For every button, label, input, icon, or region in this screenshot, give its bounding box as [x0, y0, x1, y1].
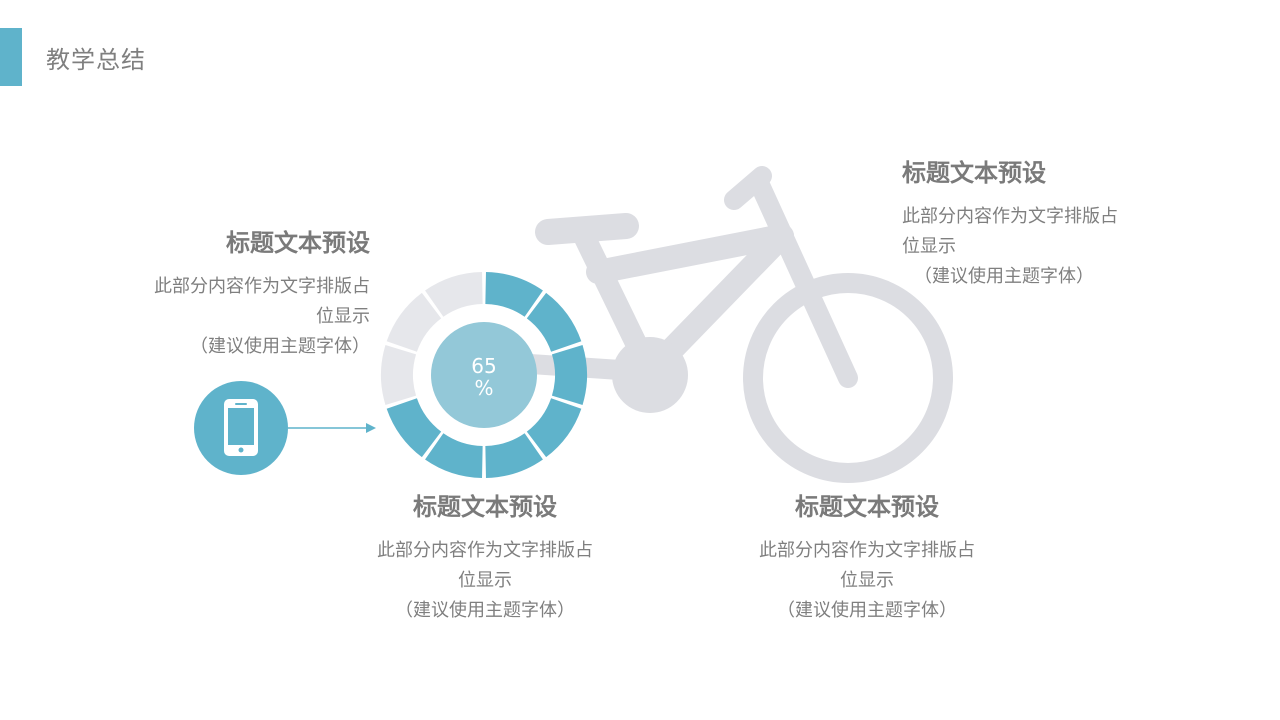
page-title: 教学总结: [46, 46, 146, 74]
block-body-line: 此部分内容作为文字排版占: [154, 276, 370, 297]
block-heading: 标题文本预设: [902, 159, 1046, 187]
gauge-segment-active: [425, 433, 483, 478]
text-block-bottom-center: 标题文本预设 此部分内容作为文字排版占 位显示 （建议使用主题字体）: [345, 490, 625, 626]
text-block-left: 标题文本预设 此部分内容作为文字排版占 位显示 （建议使用主题字体）: [100, 226, 370, 362]
gauge-segment-active: [526, 292, 582, 352]
block-body-line: （建议使用主题字体）: [914, 266, 1094, 287]
gauge-segment-inactive: [381, 345, 417, 405]
bicycle-fork: [750, 175, 858, 388]
bicycle-front-wheel: [743, 273, 953, 483]
gauge-segment-active: [485, 272, 543, 317]
block-body-line: （建议使用主题字体）: [395, 600, 575, 621]
block-body: 此部分内容作为文字排版占 位显示 （建议使用主题字体）: [100, 272, 370, 362]
block-body-line: （建议使用主题字体）: [190, 336, 370, 357]
block-body-line: 位显示: [902, 236, 956, 257]
block-body-line: 位显示: [316, 306, 370, 327]
gauge-center: [431, 322, 537, 428]
block-body: 此部分内容作为文字排版占 位显示 （建议使用主题字体）: [727, 536, 1007, 626]
gauge-percent-sign: %: [474, 376, 493, 400]
block-body-line: 此部分内容作为文字排版占: [759, 540, 975, 561]
gauge-segment-inactive: [386, 292, 442, 352]
block-heading: 标题文本预设: [795, 493, 939, 521]
block-body-line: 位显示: [458, 570, 512, 591]
smartphone-icon: [194, 381, 288, 475]
block-heading: 标题文本预设: [226, 229, 370, 257]
block-body: 此部分内容作为文字排版占 位显示 （建议使用主题字体）: [902, 202, 1202, 292]
accent-bar: [0, 28, 22, 86]
block-body-line: 此部分内容作为文字排版占: [902, 206, 1118, 227]
block-body-line: 此部分内容作为文字排版占: [377, 540, 593, 561]
gauge-segment-inactive: [425, 272, 483, 317]
block-body-line: 位显示: [840, 570, 894, 591]
bicycle-crank: [612, 337, 688, 413]
arrow-connector: [288, 423, 376, 433]
gauge-segment-active: [386, 398, 442, 458]
block-body: 此部分内容作为文字排版占 位显示 （建议使用主题字体）: [345, 536, 625, 626]
block-heading: 标题文本预设: [413, 493, 557, 521]
bicycle-handlebar: [724, 166, 772, 210]
gauge-segment-active: [526, 398, 582, 458]
progress-gauge: [381, 272, 588, 478]
gauge-percent-number: 65: [471, 354, 496, 378]
block-body-line: （建议使用主题字体）: [777, 600, 957, 621]
bicycle-top-tube: [586, 224, 794, 284]
text-block-right: 标题文本预设 此部分内容作为文字排版占 位显示 （建议使用主题字体）: [902, 156, 1202, 292]
gauge-segment-active: [485, 433, 543, 478]
gauge-segment-active: [551, 345, 588, 405]
text-block-bottom-right: 标题文本预设 此部分内容作为文字排版占 位显示 （建议使用主题字体）: [727, 490, 1007, 626]
